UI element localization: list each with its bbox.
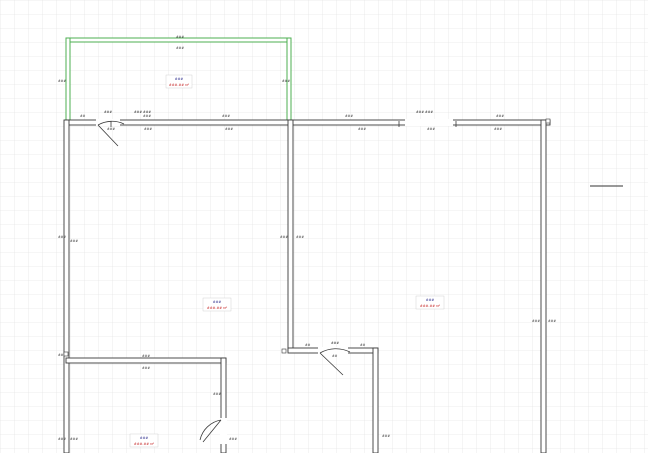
door-swing-3[interactable] bbox=[199, 419, 222, 443]
room-right-area: ###.## м² bbox=[420, 304, 441, 308]
openings bbox=[96, 119, 453, 444]
room-balcony-label[interactable]: ### ###.## м² bbox=[165, 74, 193, 89]
dim-left-step: ## bbox=[58, 353, 64, 357]
opening-2-label[interactable]: ### ### bbox=[134, 110, 151, 114]
dim-middle-wall: ### bbox=[280, 235, 288, 239]
dim-step-vertical: ### bbox=[382, 434, 390, 438]
dim-right-side-inner: ### bbox=[532, 319, 540, 323]
dim-wall-b: ### bbox=[143, 114, 151, 118]
room-left-area: ###.## м² bbox=[207, 306, 228, 310]
opening-4-label[interactable]: ### bbox=[331, 341, 339, 345]
room-right-label[interactable]: ### ###.## м² bbox=[415, 295, 445, 310]
dim-bottom-left: ### bbox=[142, 354, 150, 358]
lower-room-top-wall[interactable] bbox=[65, 357, 227, 364]
door-swing-2[interactable] bbox=[319, 348, 351, 376]
opening-3-label[interactable]: ### ### bbox=[416, 110, 433, 114]
step-wall-vertical[interactable] bbox=[372, 347, 379, 453]
dim-wall-g: ### bbox=[144, 127, 152, 131]
dim-wall-c: ### bbox=[222, 114, 230, 118]
left-outer-wall[interactable] bbox=[63, 119, 70, 453]
room-right-name: ### bbox=[426, 298, 435, 302]
room-balcony-name: ### bbox=[175, 77, 184, 81]
dim-left-side: ### bbox=[58, 235, 66, 239]
opening-labels: ### ### ### ### ### ### bbox=[104, 110, 433, 345]
room-left-label[interactable]: ### ###.## м² bbox=[202, 297, 232, 312]
room-left-name: ### bbox=[213, 300, 222, 304]
room-right-label-box bbox=[415, 295, 445, 310]
dim-balcony-left: ### bbox=[58, 79, 66, 83]
dim-far-right: ### bbox=[548, 319, 556, 323]
opening-5-gap bbox=[220, 418, 227, 444]
dim-wall-a: ## bbox=[80, 114, 86, 118]
top-wall[interactable] bbox=[65, 119, 551, 126]
dim-lower-right-outer: ### bbox=[229, 437, 237, 441]
dim-wall-k: ### bbox=[494, 127, 502, 131]
opening-4-gap bbox=[318, 347, 348, 354]
dim-wall-d: ### bbox=[345, 114, 353, 118]
room-left-label-box bbox=[202, 297, 232, 312]
dimension-labels: ### ### ### ### ## ### ### ### ### ### #… bbox=[58, 35, 556, 441]
balcony-left-wall[interactable] bbox=[65, 37, 71, 123]
dim-wall-e: ### bbox=[496, 114, 504, 118]
opening-1-label[interactable]: ### bbox=[104, 110, 112, 114]
wall-end-markers bbox=[63, 118, 551, 357]
room-bottom-name: ### bbox=[140, 436, 149, 440]
room-bottom-label[interactable]: ### ###.## м² bbox=[129, 433, 159, 448]
dim-wall-i: ### bbox=[358, 127, 366, 131]
room-balcony-label-box bbox=[165, 74, 193, 89]
lower-room-right-wall[interactable] bbox=[220, 357, 227, 453]
dim-lower-left: ### bbox=[58, 437, 66, 441]
room-labels: ### ###.## м² ### ###.## м² ### ###.## м… bbox=[129, 74, 445, 448]
dim-bottom-right: ## bbox=[360, 343, 366, 347]
dim-lower-left-inner: ### bbox=[70, 437, 78, 441]
opening-1-gap bbox=[96, 119, 120, 126]
dim-bottom-left-inner: ### bbox=[142, 366, 150, 370]
dim-wall-j: ### bbox=[427, 127, 435, 131]
dim-bottom-mid: ## bbox=[305, 343, 311, 347]
door-swings bbox=[97, 120, 457, 443]
room-bottom-label-box bbox=[129, 433, 159, 448]
dim-bottom-door: ## bbox=[332, 354, 338, 358]
dim-top-balcony: ### bbox=[176, 35, 184, 39]
room-balcony-area: ###.## м² bbox=[169, 83, 190, 87]
dim-left-inner: ### bbox=[70, 239, 78, 243]
window-marks bbox=[110, 121, 457, 127]
dim-wall-h: ### bbox=[225, 127, 233, 131]
dim-balcony-inner: ### bbox=[176, 46, 184, 50]
dim-balcony-right: ### bbox=[282, 79, 290, 83]
room-bottom-area: ###.## м² bbox=[134, 442, 155, 446]
middle-partition-wall[interactable] bbox=[287, 119, 294, 353]
right-outer-wall[interactable] bbox=[540, 119, 547, 453]
opening-3-gap bbox=[405, 119, 453, 126]
dim-lower-right: ### bbox=[213, 392, 221, 396]
dim-middle-wall-inner: ### bbox=[296, 235, 304, 239]
dim-wall-f: ### bbox=[107, 127, 115, 131]
